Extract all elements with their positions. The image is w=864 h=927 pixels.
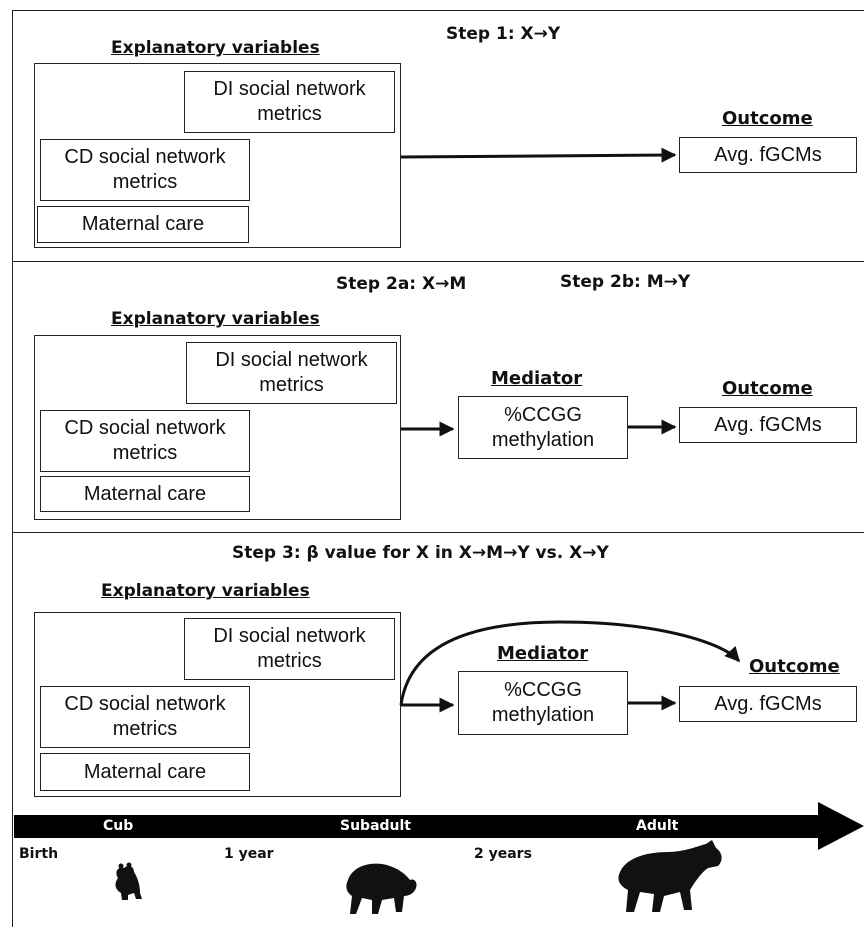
maternal-care-box: Maternal care <box>40 476 250 512</box>
mediator-title: Mediator <box>491 368 583 389</box>
timeline-arrow <box>14 802 864 850</box>
tick-1-year-label: 1 year <box>224 846 274 862</box>
tick-2-years-label: 2 years <box>474 846 532 862</box>
stage-adult-label: Adult <box>636 818 679 834</box>
arrow-x-to-y <box>400 147 677 163</box>
cd-social-network-box: CD social network metrics <box>40 410 250 472</box>
outcome-box: Avg. fGCMs <box>679 137 857 173</box>
mediator-box: %CCGG methylation <box>458 671 628 735</box>
di-social-network-box: DI social network metrics <box>186 342 397 404</box>
cd-social-network-box: CD social network metrics <box>40 139 250 201</box>
hyena-subadult-icon <box>346 863 417 914</box>
mediator-title: Mediator <box>497 643 589 664</box>
maternal-care-box: Maternal care <box>40 753 250 791</box>
di-social-network-box: DI social network metrics <box>184 618 395 680</box>
outcome-box: Avg. fGCMs <box>679 686 857 722</box>
maternal-care-box: Maternal care <box>37 206 249 243</box>
step-2b-heading: Step 2b: M→Y <box>560 272 691 292</box>
explanatory-variables-title: Explanatory variables <box>111 309 320 329</box>
step-2a-heading: Step 2a: X→M <box>336 274 467 294</box>
hyena-cub-icon <box>115 862 142 900</box>
explanatory-variables-title: Explanatory variables <box>101 581 310 601</box>
outcome-title: Outcome <box>722 108 813 129</box>
cd-social-network-box: CD social network metrics <box>40 686 250 748</box>
di-social-network-box: DI social network metrics <box>184 71 395 133</box>
panel-step-3 <box>12 532 864 927</box>
step-1-heading: Step 1: X→Y <box>446 24 561 44</box>
stage-subadult-label: Subadult <box>340 818 411 834</box>
explanatory-variables-title: Explanatory variables <box>111 38 320 58</box>
mediator-box: %CCGG methylation <box>458 396 628 459</box>
outcome-title: Outcome <box>749 656 840 677</box>
outcome-title: Outcome <box>722 378 813 399</box>
stage-cub-label: Cub <box>103 818 134 834</box>
outcome-box: Avg. fGCMs <box>679 407 857 443</box>
hyena-adult-icon <box>618 840 722 912</box>
arrow-x-to-y-curved <box>399 620 741 706</box>
tick-birth-label: Birth <box>19 846 59 862</box>
step-3-heading: Step 3: β value for X in X→M→Y vs. X→Y <box>232 543 609 563</box>
